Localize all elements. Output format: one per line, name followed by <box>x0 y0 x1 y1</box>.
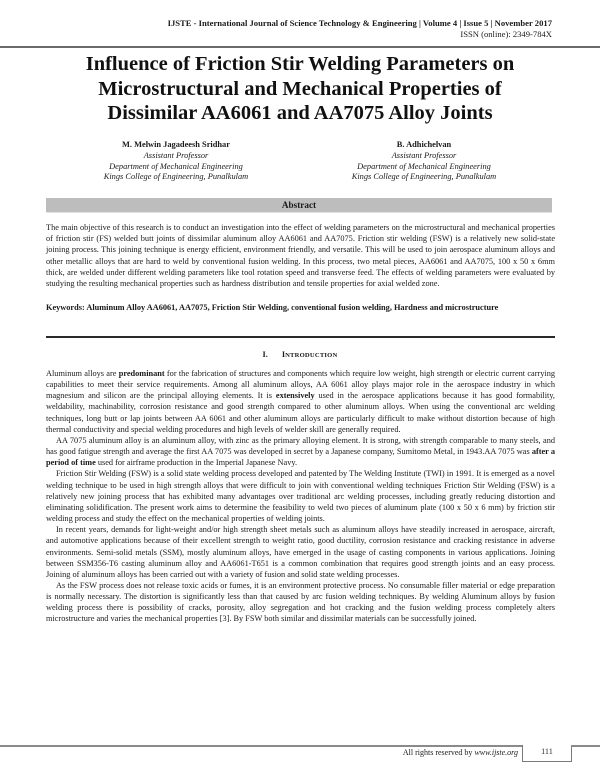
author-institution: Kings College of Engineering, Punalkulam <box>351 172 497 182</box>
journal-site-link[interactable]: www.ijste.org <box>474 748 518 757</box>
author-name: M. Melwin Jagadeesh Sridhar <box>122 140 230 149</box>
footer-divider-right <box>571 745 600 747</box>
author-department: Department of Mechanical Engineering <box>357 161 491 171</box>
text-run: Aluminum alloys are <box>46 369 119 378</box>
author-institution: Kings College of Engineering, Punalkulam <box>103 172 249 182</box>
page-number: 111 <box>522 745 572 762</box>
footer-divider-left <box>0 745 523 747</box>
emphasis-period-of-time: after a period of time <box>46 447 555 468</box>
journal-citation-line: IJSTE - International Journal of Science… <box>167 18 552 28</box>
emphasis-extensively: extensively <box>275 391 315 401</box>
text-run: for the fabrication of structures and co… <box>46 369 555 401</box>
author-name: B. Adhichelvan <box>396 140 452 149</box>
paragraph-4: In recent years, demands for light-weigh… <box>46 525 555 579</box>
abstract-heading: Abstract <box>46 198 552 212</box>
title-line-1: Influence of Friction Stir Welding Param… <box>85 53 515 75</box>
paper-title: Influence of Friction Stir Welding Param… <box>0 52 600 126</box>
footer-rights: All rights reserved by www.ijste.org <box>403 748 518 758</box>
author-1: M. Melwin Jagadeesh Sridhar Assistant Pr… <box>46 140 306 183</box>
author-department: Department of Mechanical Engineering <box>109 161 243 171</box>
header-divider <box>0 46 600 48</box>
title-line-2: Microstructural and Mechanical Propertie… <box>98 77 502 100</box>
issn-line: ISSN (online): 2349-784X <box>460 28 552 39</box>
author-role: Assistant Professor <box>391 150 457 160</box>
section-title-rest: NTRODUCTION <box>285 352 338 359</box>
text-run: used in the aerospace applications becau… <box>46 391 555 434</box>
introduction-body: Aluminum alloys are predominant for the … <box>46 368 555 625</box>
author-role: Assistant Professor <box>143 150 209 160</box>
section-divider <box>46 336 555 338</box>
author-2: B. Adhichelvan Assistant Professor Depar… <box>294 140 554 183</box>
paragraph-5: As the FSW process does not release toxi… <box>46 580 555 624</box>
keywords: Keywords: Aluminum Alloy AA6061, AA7075,… <box>46 303 499 312</box>
journal-header: IJSTE - International Journal of Science… <box>168 18 552 39</box>
section-number: I. <box>262 350 268 359</box>
section-title-initial: I <box>281 350 286 359</box>
text-run: AA 7075 aluminum alloy is an aluminum al… <box>46 435 555 457</box>
section-heading-introduction: I. INTRODUCTION <box>0 350 600 361</box>
paragraph-1: Aluminum alloys are predominant for the … <box>46 368 555 435</box>
rights-text: All rights reserved by <box>402 748 475 757</box>
author-block: M. Melwin Jagadeesh Sridhar Assistant Pr… <box>0 140 600 192</box>
paragraph-3: Friction Stir Welding (FSW) is a solid s… <box>46 469 555 524</box>
text-run: used for airframe production in the Impe… <box>95 458 298 468</box>
paragraph-2: AA 7075 aluminum alloy is an aluminum al… <box>46 435 555 468</box>
emphasis-predominant: predominant <box>118 369 165 378</box>
title-line-3: Dissimilar AA6061 and AA7075 Alloy Joint… <box>107 102 493 124</box>
abstract-text: The main objective of this research is t… <box>46 223 555 289</box>
